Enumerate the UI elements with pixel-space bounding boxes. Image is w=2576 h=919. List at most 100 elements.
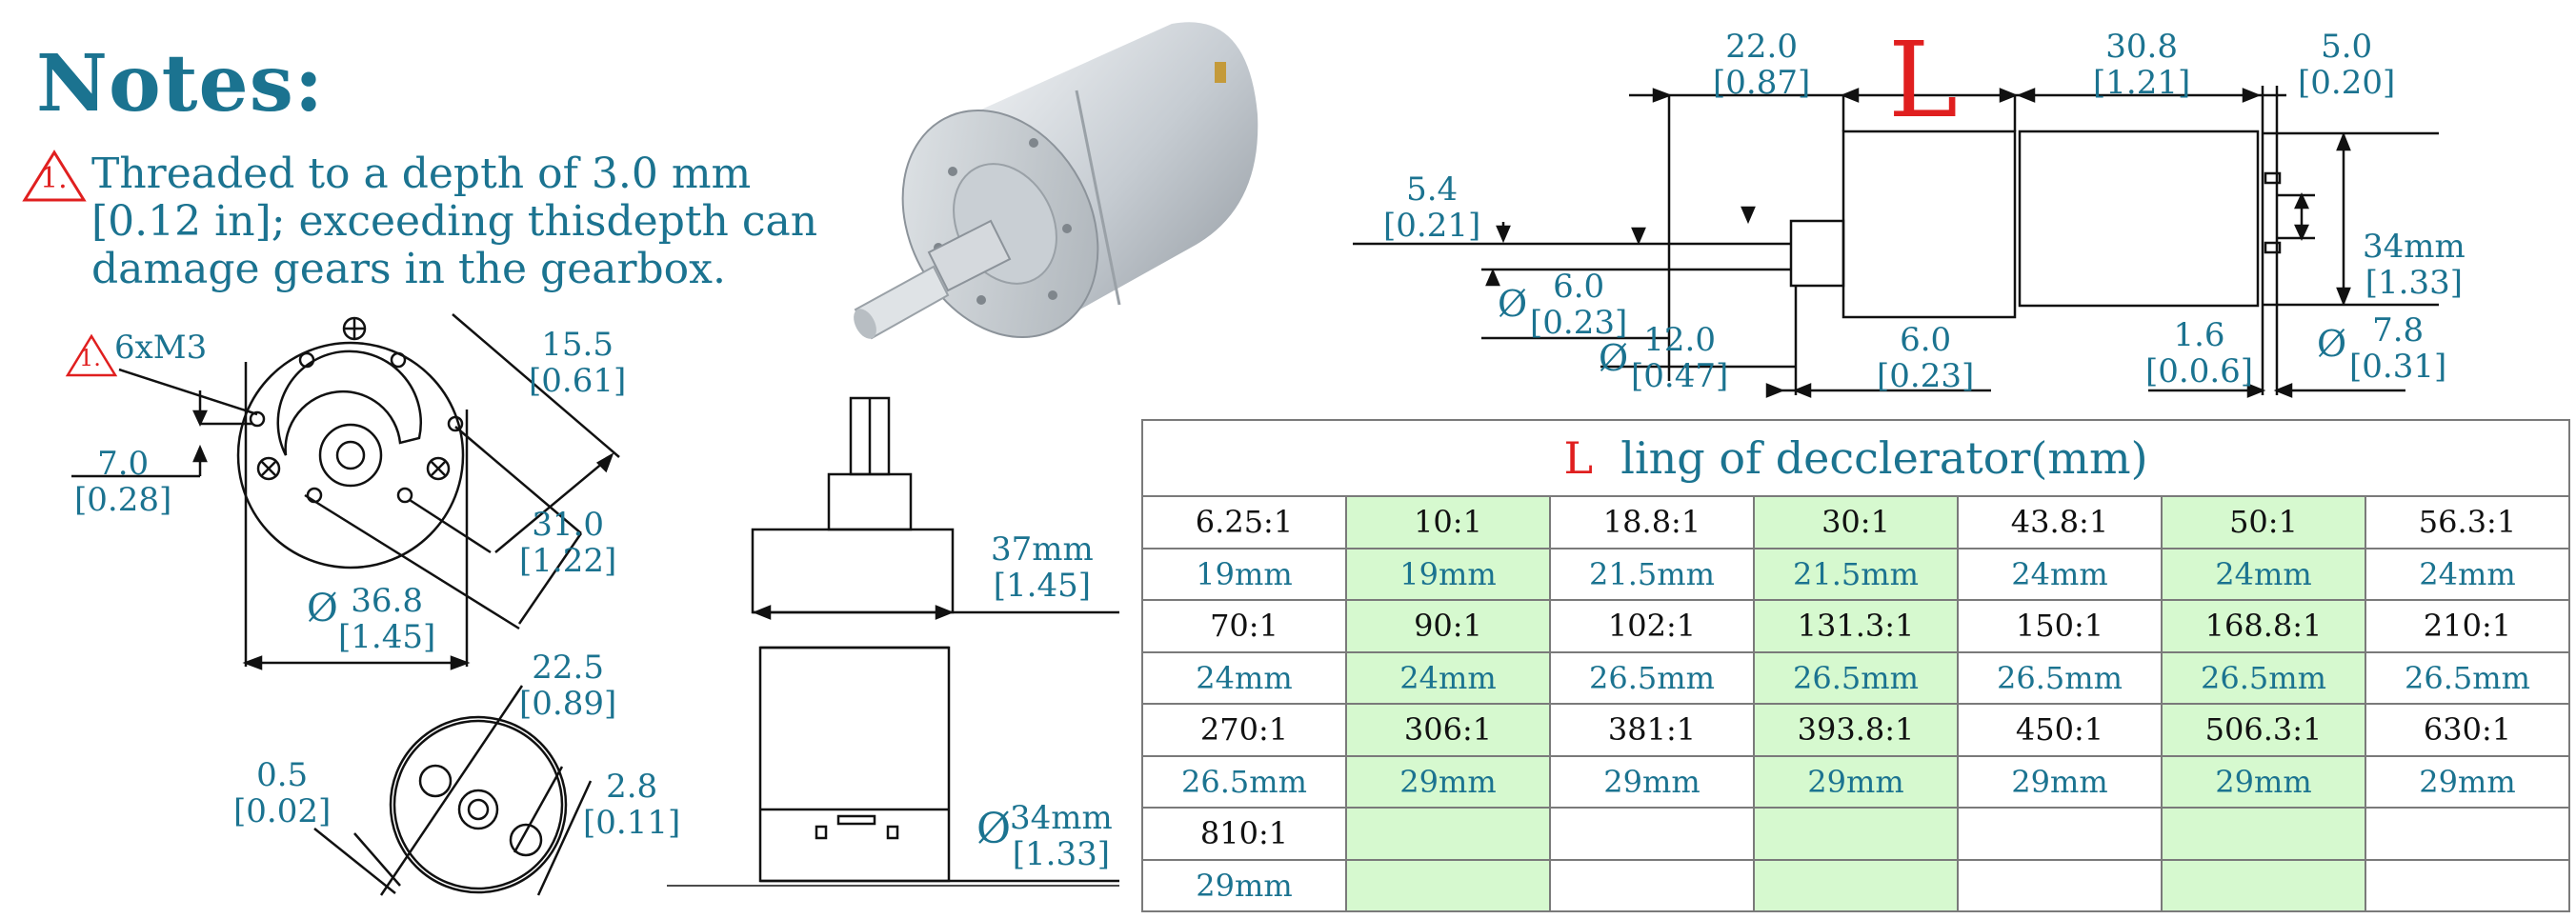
dim-side-prefix: Ø bbox=[976, 805, 1012, 853]
table-title: L ling of decclerator(mm) bbox=[1141, 419, 2570, 497]
ratio-cell: 43.8:1 bbox=[1957, 495, 2163, 549]
ratio-cell: 6.25:1 bbox=[1141, 495, 1347, 549]
dim-front-31-0: 31.0[1.22] bbox=[519, 506, 617, 580]
length-cell: 29mm bbox=[1549, 754, 1755, 809]
dim-top-e-prefix: Ø bbox=[1498, 283, 1528, 325]
motor-photo bbox=[854, 22, 1258, 340]
dim-back-22-5: 22.5[0.89] bbox=[519, 649, 617, 723]
dim-front-prefix: Ø bbox=[307, 587, 338, 630]
length-cell bbox=[1753, 858, 1959, 912]
table-row: 26.5mm 29mm 29mm 29mm 29mm 29mm 29mm bbox=[1141, 754, 2570, 809]
length-cell: 29mm bbox=[1753, 754, 1959, 809]
note-marker: 1. bbox=[40, 162, 68, 195]
dim-top-5-0: 5.0[0.20] bbox=[2298, 28, 2396, 102]
length-cell bbox=[1345, 858, 1551, 912]
length-cell: 24mm bbox=[1141, 650, 1347, 705]
notes-title: Notes: bbox=[36, 38, 325, 130]
dim-top-6-0: 6.0[0.23] bbox=[1877, 321, 1975, 395]
ratio-cell: 18.8:1 bbox=[1549, 495, 1755, 549]
dim-top-1-6: 1.6[0.0.6] bbox=[2145, 316, 2254, 390]
table-row: 6.25:1 10:1 18.8:1 30:1 43.8:1 50:1 56.3… bbox=[1141, 495, 2570, 549]
length-cell: 29mm bbox=[2365, 754, 2570, 809]
length-cell: 21.5mm bbox=[1549, 547, 1755, 601]
length-cell: 24mm bbox=[1345, 650, 1551, 705]
ratio-cell: 56.3:1 bbox=[2365, 495, 2570, 549]
length-cell: 19mm bbox=[1345, 547, 1551, 601]
ratio-cell: 131.3:1 bbox=[1753, 599, 1959, 653]
length-cell: 21.5mm bbox=[1753, 547, 1959, 601]
ratio-cell: 10:1 bbox=[1345, 495, 1551, 549]
dim-side-34mm: 34mm[1.33] bbox=[1010, 799, 1113, 873]
ratio-cell bbox=[2365, 807, 2570, 861]
table-row: 24mm 24mm 26.5mm 26.5mm 26.5mm 26.5mm 26… bbox=[1141, 650, 2570, 705]
dim-top-34mm: 34mm[1.33] bbox=[2363, 228, 2465, 302]
length-cell: 24mm bbox=[1957, 547, 2163, 601]
ratio-cell: 50:1 bbox=[2161, 495, 2366, 549]
ratio-cell: 30:1 bbox=[1753, 495, 1959, 549]
length-cell: 26.5mm bbox=[2365, 650, 2570, 705]
dim-front-7-0: 7.0[0.28] bbox=[74, 445, 172, 519]
table-row: 70:1 90:1 102:1 131.3:1 150:1 168.8:1 21… bbox=[1141, 599, 2570, 653]
dim-top-6-0-dia: 6.0[0.23] bbox=[1530, 268, 1628, 342]
dim-top-5-4: 5.4[0.21] bbox=[1383, 170, 1481, 245]
reducer-length-table: L ling of decclerator(mm) 6.25:1 10:1 18… bbox=[1141, 419, 2570, 912]
ratio-cell: 810:1 bbox=[1141, 807, 1347, 861]
ratio-cell: 270:1 bbox=[1141, 703, 1347, 757]
ratio-cell: 306:1 bbox=[1345, 703, 1551, 757]
length-cell: 26.5mm bbox=[1753, 650, 1959, 705]
dim-top-12-0: 12.0[0.47] bbox=[1631, 321, 1729, 395]
ratio-cell: 210:1 bbox=[2365, 599, 2570, 653]
note-line-1: Threaded to a depth of 3.0 mm bbox=[91, 150, 752, 198]
length-cell: 26.5mm bbox=[1141, 754, 1347, 809]
length-cell: 26.5mm bbox=[1957, 650, 2163, 705]
dim-back-2-8: 2.8[0.11] bbox=[583, 768, 681, 842]
length-cell: 29mm bbox=[2161, 754, 2366, 809]
ratio-cell: 168.8:1 bbox=[2161, 599, 2366, 653]
length-cell bbox=[2161, 858, 2366, 912]
length-symbol-L: L bbox=[1888, 19, 1959, 141]
length-cell bbox=[1549, 858, 1755, 912]
length-cell: 24mm bbox=[2161, 547, 2366, 601]
warning-triangle-icon bbox=[65, 333, 118, 377]
dim-top-7-8: 7.8[0.31] bbox=[2349, 311, 2447, 386]
length-cell bbox=[1957, 858, 2163, 912]
dim-side-37mm: 37mm[1.45] bbox=[991, 530, 1094, 605]
thread-marker: 1. bbox=[79, 345, 101, 371]
ratio-cell: 506.3:1 bbox=[2161, 703, 2366, 757]
ratio-cell: 393.8:1 bbox=[1753, 703, 1959, 757]
length-cell: 29mm bbox=[1957, 754, 2163, 809]
ratio-cell: 70:1 bbox=[1141, 599, 1347, 653]
dim-front-36-8: 36.8[1.45] bbox=[338, 582, 436, 656]
length-cell: 24mm bbox=[2365, 547, 2570, 601]
thread-label: 6xM3 bbox=[114, 329, 208, 367]
table-title-text: ling of decclerator(mm) bbox=[1620, 432, 2148, 484]
table-row: 29mm bbox=[1141, 858, 2570, 912]
dim-top-30-8: 30.8[1.21] bbox=[2093, 28, 2191, 102]
dim-top-f-prefix: Ø bbox=[1599, 337, 1629, 379]
note-line-3: damage gears in the gearbox. bbox=[91, 245, 726, 293]
length-cell: 29mm bbox=[1345, 754, 1551, 809]
ratio-cell bbox=[1549, 807, 1755, 861]
length-cell bbox=[2365, 858, 2570, 912]
ratio-cell: 630:1 bbox=[2365, 703, 2570, 757]
ratio-cell bbox=[2161, 807, 2366, 861]
length-cell: 26.5mm bbox=[1549, 650, 1755, 705]
ratio-cell: 102:1 bbox=[1549, 599, 1755, 653]
ratio-cell: 90:1 bbox=[1345, 599, 1551, 653]
dim-top-j-prefix: Ø bbox=[2317, 323, 2347, 365]
length-cell: 19mm bbox=[1141, 547, 1347, 601]
table-row: 270:1 306:1 381:1 393.8:1 450:1 506.3:1 … bbox=[1141, 703, 2570, 757]
length-cell: 26.5mm bbox=[2161, 650, 2366, 705]
ratio-cell bbox=[1345, 807, 1551, 861]
note-line-2: [0.12 in]; exceeding thisdepth can bbox=[91, 197, 818, 246]
dim-top-22-0: 22.0[0.87] bbox=[1713, 28, 1811, 102]
ratio-cell bbox=[1753, 807, 1959, 861]
length-cell: 29mm bbox=[1141, 858, 1347, 912]
ratio-cell: 381:1 bbox=[1549, 703, 1755, 757]
table-row: 19mm 19mm 21.5mm 21.5mm 24mm 24mm 24mm bbox=[1141, 547, 2570, 601]
table-title-symbol: L bbox=[1563, 432, 1593, 484]
ratio-cell: 450:1 bbox=[1957, 703, 2163, 757]
dim-front-15-5: 15.5[0.61] bbox=[529, 326, 627, 400]
ratio-cell bbox=[1957, 807, 2163, 861]
